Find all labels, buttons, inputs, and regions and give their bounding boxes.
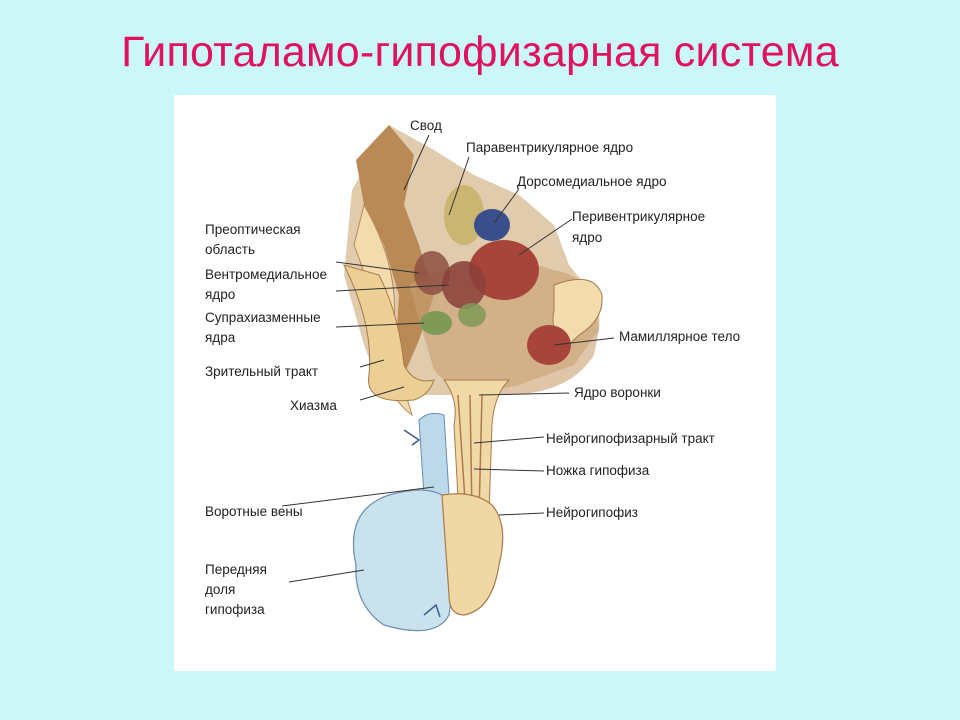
label-preoptic-2: область	[205, 242, 255, 257]
leader-preoptic	[335, 261, 420, 274]
label-periventricular-2: ядро	[572, 230, 603, 245]
leader-ventromedial	[335, 284, 450, 292]
anatomy-figure: Свод Паравентрикулярное ядро Дорсомедиал…	[174, 95, 776, 671]
label-anterior-lobe-3: гипофиза	[205, 602, 265, 617]
leader-dorsomedial	[493, 188, 520, 224]
leader-infundibular	[478, 392, 570, 396]
leader-stalk	[473, 468, 545, 472]
vessel-arrow-bottom	[423, 603, 441, 618]
label-ventromedial-1: Вентромедиальное	[205, 267, 327, 282]
vessel-arrow-top	[403, 429, 421, 446]
neurohypophysis	[441, 493, 504, 616]
nucleus-green-2	[458, 303, 486, 327]
leader-neurohypophysis	[498, 512, 545, 516]
mamillary-body	[527, 325, 571, 365]
label-infundibular-nucleus: Ядро воронки	[574, 385, 661, 400]
label-suprachiasmatic-1: Супрахиазменные	[205, 310, 321, 325]
label-anterior-lobe-1: Передняя	[205, 562, 267, 577]
label-svod: Свод	[410, 118, 442, 133]
preoptic-nucleus	[414, 251, 450, 295]
leader-mamillary	[553, 337, 615, 346]
dorsomedial-nucleus	[474, 209, 510, 241]
leader-portal-veins	[281, 486, 435, 507]
label-chiasm: Хиазма	[290, 398, 337, 413]
leader-chiasm	[359, 386, 405, 401]
suprachiasmatic-nucleus	[420, 311, 452, 335]
leader-suprachiasmatic	[335, 322, 425, 328]
label-neurohypophyseal-tract: Нейрогипофизарный тракт	[546, 431, 715, 446]
label-suprachiasmatic-2: ядра	[205, 330, 236, 345]
fornix-column	[356, 125, 434, 375]
periventricular-nucleus	[469, 240, 539, 300]
label-periventricular-1: Перивентрикулярное	[572, 209, 706, 224]
leader-paraventricular	[448, 156, 470, 216]
leader-neurohypophyseal	[473, 436, 545, 444]
leader-periventricular	[518, 218, 573, 256]
leader-anterior-lobe	[288, 569, 365, 583]
label-portal-veins: Воротные вены	[205, 504, 303, 519]
label-ventromedial-2: ядро	[205, 287, 236, 302]
slide-title: Гипоталамо-гипофизарная система	[121, 28, 839, 76]
leader-svod	[403, 134, 430, 191]
hypothalamus-pituitary-illustration	[281, 125, 615, 632]
label-paraventricular: Паравентрикулярное ядро	[466, 140, 634, 155]
label-pituitary-stalk: Ножка гипофиза	[546, 463, 650, 478]
label-neurohypophysis: Нейрогипофиз	[546, 505, 638, 520]
label-anterior-lobe-2: доля	[205, 582, 236, 597]
label-preoptic-1: Преоптическая	[205, 222, 301, 237]
leader-optic-tract	[359, 359, 385, 368]
label-optic-tract: Зрительный тракт	[205, 364, 319, 379]
leader-lines	[281, 134, 615, 583]
ventromedial-nucleus	[442, 261, 486, 309]
label-mamillary: Мамиллярное тело	[619, 329, 741, 344]
label-dorsomedial: Дорсомедиальное ядро	[517, 174, 667, 189]
optic-chiasm-shape	[343, 264, 435, 402]
